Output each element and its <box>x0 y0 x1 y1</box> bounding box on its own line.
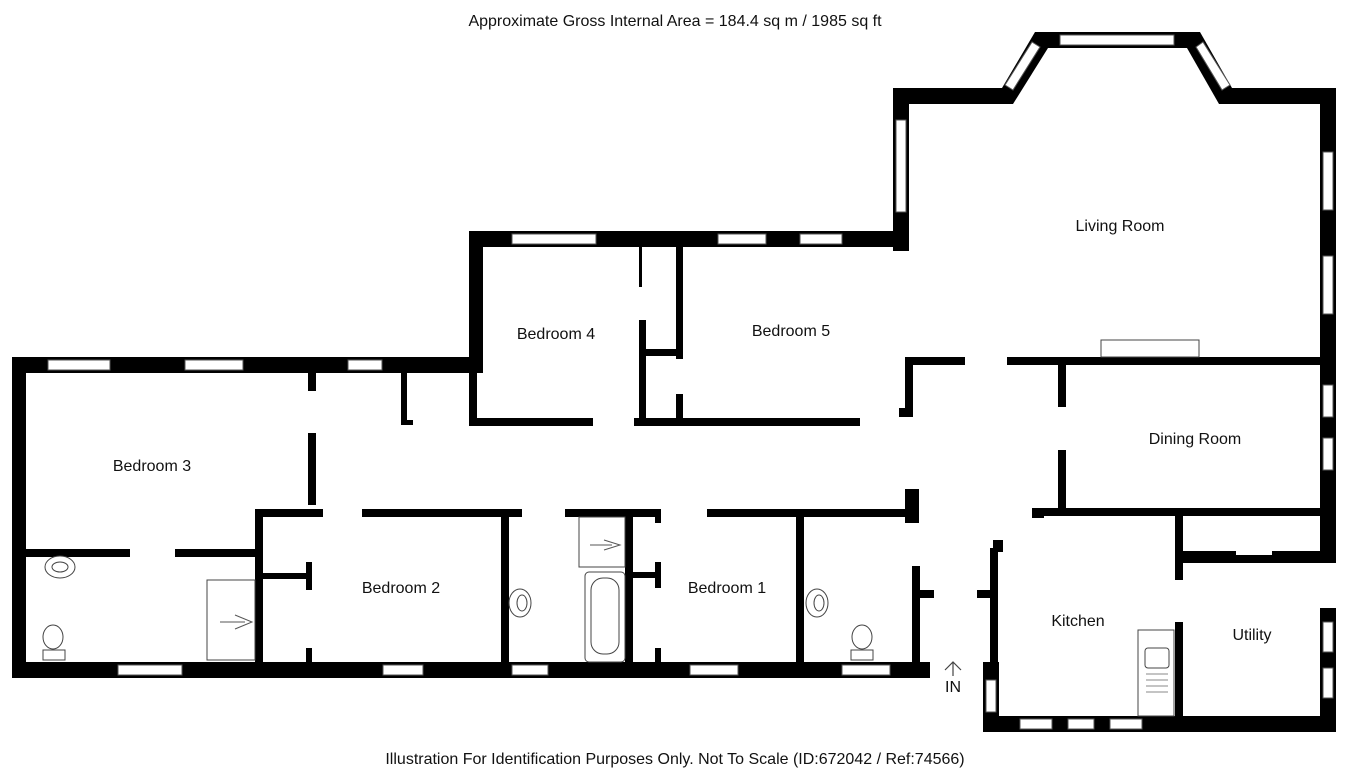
internal-walls <box>26 247 1320 720</box>
entrance-arrow-icon <box>944 661 962 676</box>
fireplace-icon <box>1100 339 1200 358</box>
room-label-bedroom-2: Bedroom 2 <box>362 580 440 597</box>
room-label-living-room: Living Room <box>1076 218 1165 235</box>
room-label-bedroom-3: Bedroom 3 <box>113 458 191 475</box>
room-label-bedroom-4: Bedroom 4 <box>517 326 595 343</box>
fixtures <box>42 339 1200 717</box>
room-label-utility: Utility <box>1232 627 1271 644</box>
disclaimer-caption: Illustration For Identification Purposes… <box>385 751 965 768</box>
room-label-kitchen: Kitchen <box>1051 613 1104 630</box>
area-caption: Approximate Gross Internal Area = 184.4 … <box>468 13 882 30</box>
windows <box>47 34 1334 730</box>
kitchen-sink-icon <box>1137 629 1175 717</box>
room-labels: Living Room Dining Room Bedroom 4 Bedroo… <box>113 218 1272 696</box>
entrance-label: IN <box>945 679 961 696</box>
room-label-dining-room: Dining Room <box>1149 431 1241 448</box>
shower-icon <box>578 516 626 568</box>
room-label-bedroom-1: Bedroom 1 <box>688 580 766 597</box>
room-label-bedroom-5: Bedroom 5 <box>752 323 830 340</box>
toilet-icon <box>851 624 873 650</box>
toilet-icon <box>42 624 64 650</box>
